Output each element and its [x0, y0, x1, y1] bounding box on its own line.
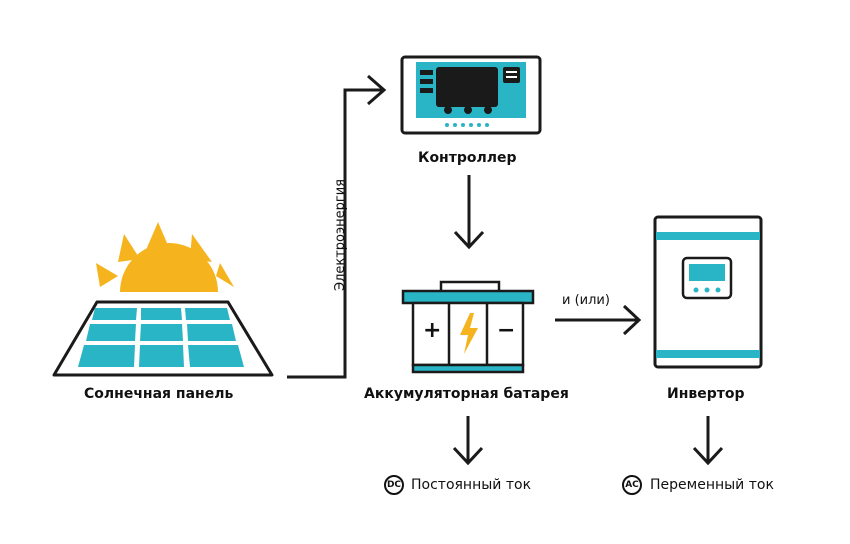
controller-label: Контроллер [418, 150, 517, 166]
sun-icon [96, 222, 234, 292]
inverter-icon [653, 215, 763, 369]
battery-minus-symbol: − [497, 318, 516, 343]
dc-badge: DC [384, 475, 404, 495]
ac-label: Переменный ток [650, 477, 774, 493]
ac-badge: AC [622, 475, 642, 495]
battery-label: Аккумуляторная батарея [364, 386, 569, 402]
arrow-panel-to-controller [287, 74, 387, 379]
arrow-battery-to-inverter [555, 304, 642, 336]
arrow-controller-to-battery [453, 175, 485, 250]
solar-panel-label: Солнечная панель [84, 386, 234, 402]
arrow-inverter-to-ac [692, 416, 724, 466]
controller-icon [400, 55, 542, 135]
inverter-label: Инвертор [667, 386, 745, 402]
arrow-battery-to-dc [452, 416, 484, 466]
lightning-icon [460, 313, 478, 354]
solar-panel-icon [52, 300, 274, 377]
battery-plus-symbol: + [423, 318, 442, 343]
electricity-edge-label: Электроэнергия [333, 179, 348, 291]
dc-label: Постоянный ток [411, 477, 532, 493]
and-or-edge-label: и (или) [562, 293, 610, 308]
battery-icon [401, 280, 535, 374]
